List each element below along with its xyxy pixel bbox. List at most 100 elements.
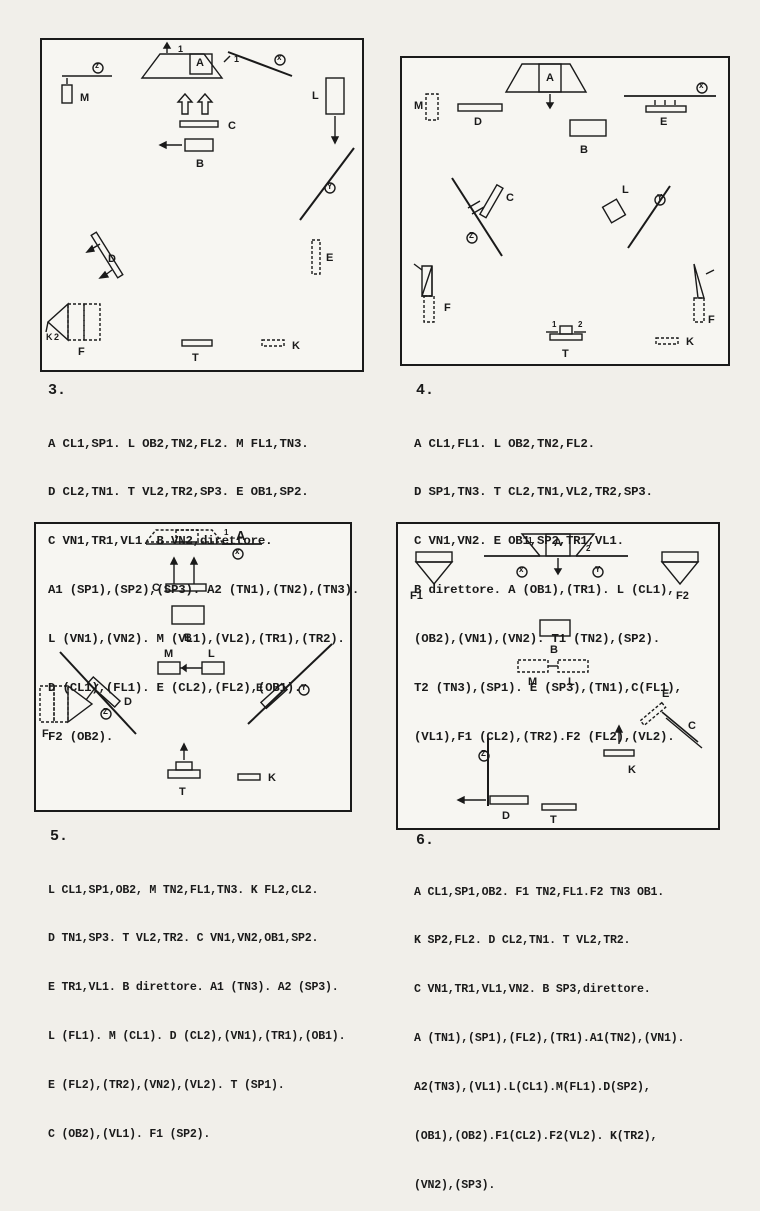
- d4-label-k: K: [686, 336, 694, 348]
- d5-label-z: Z: [103, 707, 108, 716]
- caption-line: A2(TN3),(VL1).L(CL1).M(FL1).D(SP2),: [414, 1081, 651, 1095]
- d5-label-c: C: [152, 582, 160, 594]
- diagram-3-panel: A 1 1 x z M C B L Y D E K 2 F T K: [40, 38, 364, 372]
- d6-label-b: B: [550, 644, 558, 656]
- d5-b-box: [171, 605, 205, 625]
- d3-x-line: [227, 51, 293, 77]
- d6-label-f2: F2: [676, 590, 689, 602]
- caption-line: C VN1,TR1,VL1,VN2. B SP3,direttore.: [414, 983, 651, 997]
- d3-b-box: [184, 138, 214, 152]
- caption-line: T2 (TN3),(SP1). E (SP3),(TN1),C(FL1),: [414, 681, 682, 696]
- d6-label-t: T: [550, 814, 557, 826]
- d3-label-l: L: [312, 90, 319, 102]
- d3-c-bar: [179, 120, 219, 128]
- d6-label-c: C: [688, 720, 696, 732]
- d3-label-k2: K: [46, 332, 53, 342]
- d3-label-2: 2: [54, 332, 60, 342]
- d3-label-t: T: [192, 352, 199, 364]
- caption-line: L (FL1). M (CL1). D (CL2),(VN1),(TR1),(O…: [48, 1030, 346, 1044]
- d4-label-f1: F: [444, 302, 451, 314]
- d5-d-bar: [86, 675, 122, 709]
- d3-l-box: [325, 77, 345, 115]
- caption-line: C (OB2),(VL1). F1 (SP2).: [48, 1128, 211, 1142]
- d5-k-bar: [237, 773, 261, 781]
- d4-label-x: x: [699, 81, 704, 90]
- d3-label-y: Y: [327, 182, 333, 191]
- d4-label-1: 1: [552, 320, 557, 329]
- d4-label-2: 2: [578, 320, 583, 329]
- d6-d-bar: [489, 795, 529, 805]
- d6-label-f1: F1: [410, 590, 423, 602]
- d4-label-f2: F: [708, 314, 715, 326]
- caption-line: D TN1,SP3. T VL2,TR2. C VN1,VN2,OB1,SP2.: [48, 932, 319, 946]
- d5-label-y: Y: [301, 683, 307, 692]
- d4-f2-dashed: [693, 297, 705, 323]
- diagram-6-number: 6.: [416, 832, 435, 849]
- d5-label-m: M: [164, 648, 174, 660]
- caption-line: (OB2),(VN1),(VN2). T1 (TN2),(SP2).: [414, 632, 661, 647]
- d6-label-l: L: [568, 676, 575, 688]
- d5-label-k: K: [268, 772, 276, 784]
- d6-label-x: x: [519, 565, 524, 574]
- d3-label-c: C: [228, 120, 236, 132]
- caption-line: A (TN1),(SP1),(FL2),(TR1).A1(TN2),(VN1).: [414, 1032, 685, 1046]
- caption-line: L CL1,SP1,OB2, M TN2,FL1,TN3. K FL2,CL2.: [48, 883, 319, 897]
- d6-label-a: A: [554, 537, 562, 549]
- d3-a-box: [189, 53, 213, 75]
- d5-label-b: B: [184, 632, 192, 644]
- d3-d-bar: [90, 231, 124, 279]
- d3-e-dashed: [311, 239, 321, 275]
- caption-line: A CL1,SP1. L OB2,TN2,FL2. M FL1,TN3.: [48, 436, 309, 451]
- d5-c-bar: [165, 583, 207, 592]
- d6-label-2: 2: [586, 544, 591, 553]
- d4-z-line: [451, 177, 503, 257]
- d5-label-d: D: [124, 696, 132, 708]
- d5-label-1: 1: [224, 528, 229, 537]
- d4-label-m: M: [414, 100, 424, 112]
- d3-label-b: B: [196, 158, 204, 170]
- d3-label-z: z: [95, 61, 99, 70]
- d5-z-line: [59, 651, 137, 735]
- d6-c-line: [661, 711, 699, 743]
- d4-label-e: E: [660, 116, 668, 128]
- caption-line: C VN1,VN2. E OB1,SP2,TR1,VL1.: [414, 534, 624, 549]
- diagram-3-caption: A CL1,SP1. L OB2,TN2,FL2. M FL1,TN3. D C…: [48, 403, 359, 762]
- d4-e-bar: [645, 105, 687, 113]
- d4-b-box: [569, 119, 607, 137]
- d3-k-dashed: [261, 339, 285, 347]
- caption-line: (OB1),(OB2).F1(CL2).F2(VL2). K(TR2),: [414, 1130, 658, 1144]
- d6-a-box: [545, 533, 571, 557]
- d6-k-bar: [603, 749, 635, 757]
- d3-label-d: D: [108, 253, 116, 265]
- d6-label-z: Z: [481, 749, 486, 758]
- diagram-5-number: 5.: [50, 828, 69, 845]
- d4-label-d: D: [474, 116, 482, 128]
- d3-m-box: [61, 84, 73, 104]
- d5-label-t: T: [179, 786, 186, 798]
- d5-label-x: x: [235, 547, 240, 556]
- caption-line: D CL2,TN1. T VL2,TR2,SP3. E OB1,SP2.: [48, 485, 309, 500]
- diagram-5-panel: 1 A x C B M L D Z E Y F T K: [34, 522, 352, 812]
- d6-label-y: Y: [595, 565, 601, 574]
- d3-label-e: E: [326, 252, 334, 264]
- d4-c-bar: [478, 183, 504, 219]
- d6-e-dashed: [639, 701, 667, 727]
- diagram-3-drawing: [45, 41, 355, 347]
- d4-label-b: B: [580, 144, 588, 156]
- diagram-6-caption: A CL1,SP1,OB2. F1 TN2,FL1.F2 TN3 OB1. K …: [414, 852, 684, 1211]
- d6-label-m: M: [528, 676, 538, 688]
- caption-line: A CL1,SP1,OB2. F1 TN2,FL1.F2 TN3 OB1.: [414, 885, 665, 899]
- diagram-3-number: 3.: [48, 382, 67, 399]
- d3-label-k: K: [292, 340, 300, 352]
- diagram-4-number: 4.: [416, 382, 435, 399]
- d6-b-box: [539, 619, 571, 637]
- d3-t-bar: [181, 339, 213, 347]
- d4-f1-dashed: [423, 295, 435, 323]
- d5-label-a: A: [236, 528, 246, 543]
- d5-label-f: F: [42, 728, 49, 740]
- d3-label-a: A: [196, 57, 204, 69]
- d4-d-bar: [457, 103, 503, 112]
- d4-label-l: L: [622, 184, 629, 196]
- caption-line: E TR1,VL1. B direttore. A1 (TN3). A2 (SP…: [48, 981, 339, 995]
- diagram-4-drawing: [413, 63, 716, 345]
